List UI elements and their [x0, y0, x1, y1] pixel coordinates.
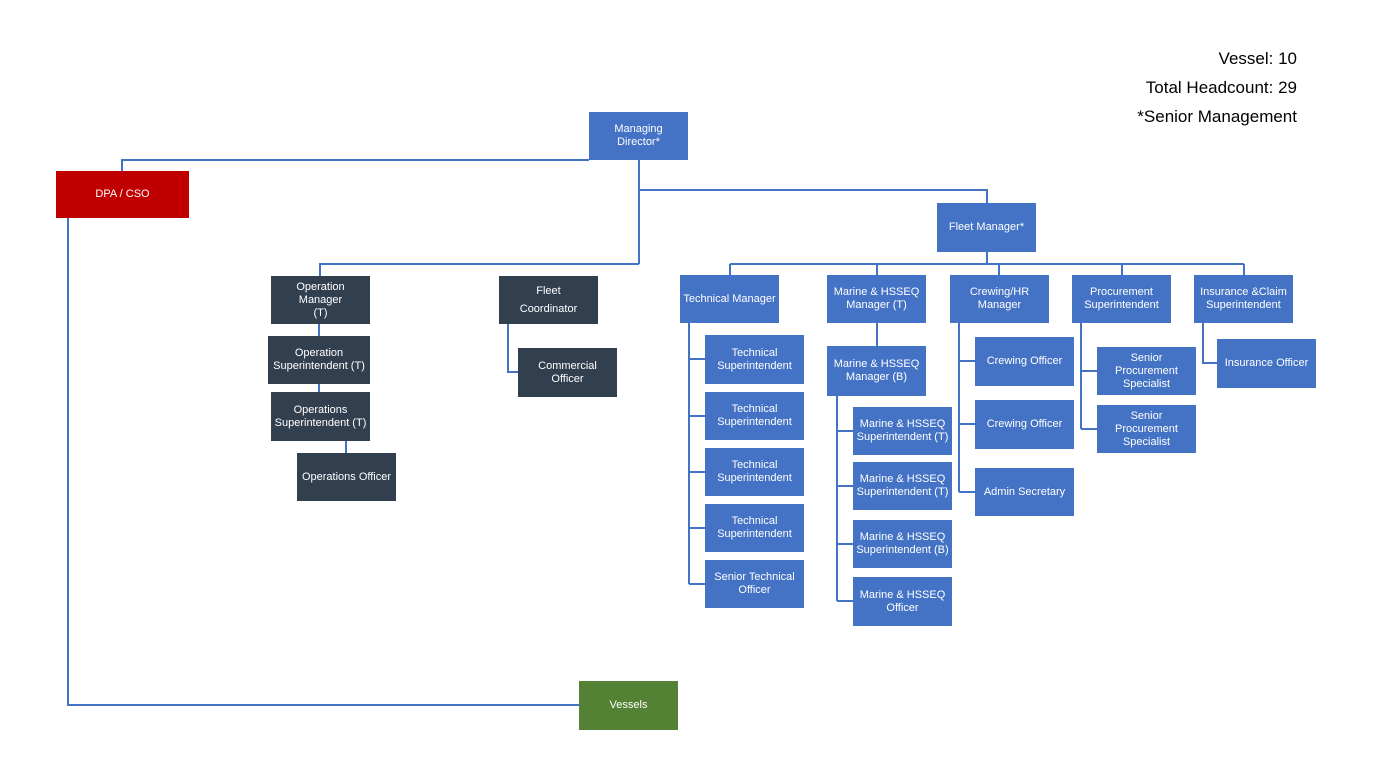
- node-operation-superintendent: Operation Superintendent (T): [268, 336, 370, 384]
- node-operations-officer: Operations Officer: [297, 453, 396, 501]
- connector-insurance-officer: [1202, 323, 1217, 364]
- node-senior-procurement-specialist-1: Senior Procurement Specialist: [1097, 347, 1196, 395]
- node-marine-hsseq-manager-t: Marine & HSSEQ Manager (T): [827, 275, 926, 323]
- node-technical-superintendent-4: Technical Superintendent: [705, 504, 804, 552]
- node-fleet-manager: Fleet Manager*: [937, 203, 1036, 252]
- node-marine-hsseq-manager-b: Marine & HSSEQ Manager (B): [827, 346, 926, 396]
- node-admin-secretary: Admin Secretary: [975, 468, 1074, 516]
- node-insurance-claim-superintendent: Insurance &Claim Superintendent: [1194, 275, 1293, 323]
- node-technical-superintendent-3: Technical Superintendent: [705, 448, 804, 496]
- node-vessels: Vessels: [579, 681, 678, 730]
- node-senior-technical-officer: Senior Technical Officer: [705, 560, 804, 608]
- node-technical-superintendent-1: Technical Superintendent: [705, 335, 804, 384]
- total-headcount: Total Headcount: 29: [1145, 78, 1297, 97]
- connector-md-fleet-manager: [639, 189, 988, 203]
- node-technical-superintendent-2: Technical Superintendent: [705, 392, 804, 440]
- summary-stats: Vessel: 10 Total Headcount: 29 *Senior M…: [1137, 44, 1297, 131]
- connector-md-dpa: [121, 159, 589, 171]
- node-technical-manager: Technical Manager: [680, 275, 779, 323]
- node-managing-director: Managing Director*: [589, 112, 688, 160]
- node-operations-superintendent: Operations Superintendent (T): [271, 392, 370, 441]
- node-marine-hsseq-officer: Marine & HSSEQ Officer: [853, 577, 952, 626]
- senior-management-note: *Senior Management: [1137, 107, 1297, 126]
- node-crewing-officer-2: Crewing Officer: [975, 400, 1074, 449]
- node-marine-hsseq-superintendent-t1: Marine & HSSEQ Superintendent (T): [853, 407, 952, 455]
- connector-fc-commercial: [507, 324, 518, 373]
- node-marine-hsseq-superintendent-b: Marine & HSSEQ Superintendent (B): [853, 520, 952, 568]
- node-operation-manager: Operation Manager (T): [271, 276, 370, 324]
- node-insurance-officer: Insurance Officer: [1217, 339, 1316, 388]
- node-procurement-superintendent: Procurement Superintendent: [1072, 275, 1171, 323]
- node-marine-hsseq-superintendent-t2: Marine & HSSEQ Superintendent (T): [853, 462, 952, 510]
- node-fleet-coordinator: Fleet Coordinator: [499, 276, 598, 324]
- connector-md-left-bus: [319, 263, 639, 276]
- node-crewing-hr-manager: Crewing/HR Manager: [950, 275, 1049, 323]
- node-senior-procurement-specialist-2: Senior Procurement Specialist: [1097, 405, 1196, 453]
- node-commercial-officer: Commercial Officer: [518, 348, 617, 397]
- node-crewing-officer-1: Crewing Officer: [975, 337, 1074, 386]
- vessel-count: Vessel: 10: [1218, 49, 1297, 68]
- node-dpa-cso: DPA / CSO: [56, 171, 189, 218]
- connector-dpa-vessels: [67, 218, 579, 706]
